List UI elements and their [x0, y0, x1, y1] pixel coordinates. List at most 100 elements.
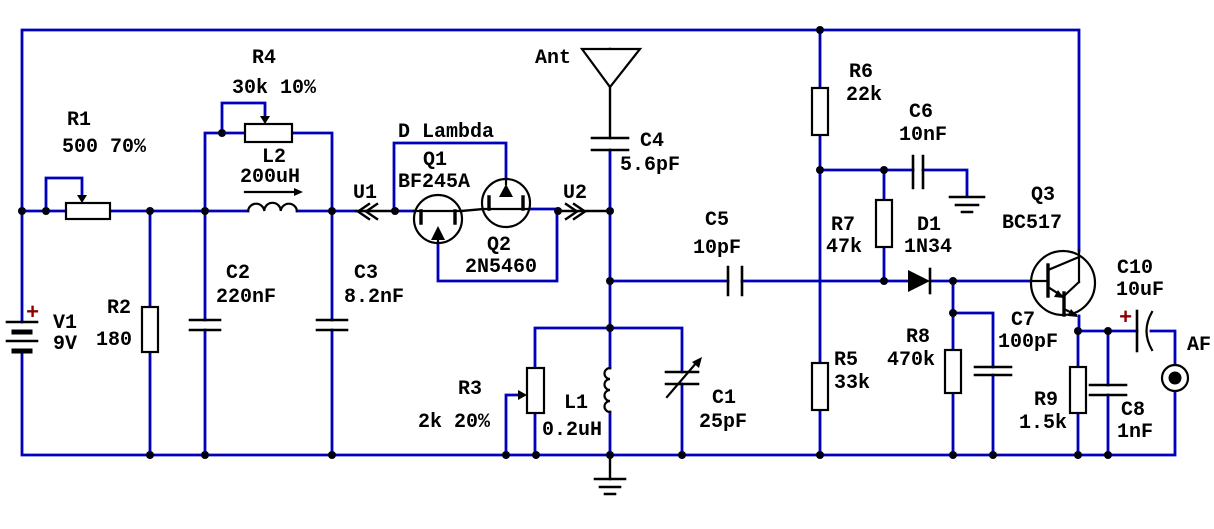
- label-R4-ref: R4: [252, 47, 276, 70]
- wiper-arrow-icon: [77, 195, 87, 203]
- label-L2-ref: L2: [262, 146, 286, 169]
- capacitor-C6[interactable]: [911, 154, 925, 190]
- gate-arrow-icon: [431, 226, 445, 240]
- label-C10-value: 10uF: [1116, 279, 1164, 302]
- label-U1: U1: [353, 182, 377, 205]
- label-R2-ref: R2: [107, 297, 131, 320]
- emitter-arrow-icon: [1068, 309, 1078, 317]
- chevron-left-icon: [355, 202, 379, 221]
- labels: R1 500 70% R4 30k 10% L2 200uH U1 D Lamb…: [53, 47, 1211, 444]
- resistor-R2[interactable]: [140, 305, 160, 354]
- label-Q1-ref: Q1: [423, 149, 447, 172]
- ground-icon: [593, 477, 627, 496]
- label-Q1-value: BF245A: [398, 171, 470, 194]
- gate-arrow-icon: [499, 184, 513, 197]
- antenna-symbol[interactable]: [579, 47, 643, 89]
- label-R9-value: 1.5k: [1019, 412, 1067, 435]
- connector-AF[interactable]: [1160, 363, 1190, 393]
- label-V1-ref: V1: [53, 312, 77, 335]
- label-U2: U2: [563, 182, 587, 205]
- label-C7-value: 100pF: [998, 331, 1058, 354]
- label-L1-ref: L1: [564, 392, 588, 415]
- label-C2-value: 220nF: [216, 286, 276, 309]
- label-C4-value: 5.6pF: [620, 154, 680, 177]
- label-R7-ref: R7: [831, 214, 855, 237]
- label-C3-value: 8.2nF: [344, 286, 404, 309]
- label-C1-value: 25pF: [699, 411, 747, 434]
- label-C2-ref: C2: [226, 262, 250, 285]
- capacitor-C5[interactable]: [726, 265, 744, 297]
- variable-arrow-icon: [665, 360, 699, 399]
- capacitor-C2[interactable]: [188, 318, 222, 332]
- label-R3-value: 2k 20%: [418, 411, 491, 434]
- potentiometer-R3[interactable]: [518, 366, 546, 415]
- potentiometer-R1[interactable]: [64, 195, 112, 221]
- label-C7-ref: C7: [1011, 309, 1035, 332]
- label-R5-ref: R5: [834, 349, 858, 372]
- label-lambda: D Lambda: [398, 121, 494, 144]
- inductor-L2[interactable]: [243, 188, 303, 213]
- jfet-Q1[interactable]: [412, 193, 464, 245]
- label-R7-value: 47k: [826, 236, 862, 259]
- resistor-R5[interactable]: [810, 361, 830, 412]
- ground-icon: [948, 195, 986, 214]
- ground-symbol-tank[interactable]: [593, 477, 627, 496]
- label-C6-ref: C6: [909, 101, 933, 124]
- label-R1-value: 500 70%: [62, 136, 147, 159]
- label-D1-value: 1N34: [904, 236, 952, 259]
- label-D1-ref: D1: [917, 214, 941, 237]
- label-af: AF: [1187, 334, 1211, 357]
- label-C8-value: 1nF: [1117, 421, 1153, 444]
- diode-D1[interactable]: [908, 267, 932, 295]
- emitter-arrow-icon: [1054, 290, 1064, 298]
- label-R8-value: 470k: [887, 349, 935, 372]
- capacitor-C7[interactable]: [973, 365, 1013, 377]
- connector-U1[interactable]: [355, 202, 379, 221]
- label-C6-value: 10nF: [899, 124, 947, 147]
- label-R9-ref: R9: [1034, 389, 1058, 412]
- wiper-arrow-icon: [260, 116, 270, 124]
- label-Q2-ref: Q2: [487, 234, 511, 257]
- label-C5-value: 10pF: [693, 237, 741, 260]
- label-V1-value: 9V: [53, 333, 77, 356]
- resistor-R7[interactable]: [874, 198, 894, 249]
- label-R2-value: 180: [96, 329, 132, 352]
- transistor-Q3[interactable]: [1029, 248, 1097, 317]
- capacitor-C8[interactable]: [1088, 383, 1128, 397]
- label-C10-ref: C10: [1117, 257, 1153, 280]
- resistor-R9[interactable]: [1068, 365, 1088, 415]
- resistor-R8[interactable]: [943, 348, 963, 395]
- diode-icon: [908, 270, 930, 292]
- plus-icon: +: [1119, 306, 1132, 331]
- jfet-Q2[interactable]: [480, 177, 532, 229]
- plus-icon: +: [26, 301, 39, 326]
- label-Q2-value: 2N5460: [465, 256, 537, 279]
- label-ant: Ant: [535, 47, 571, 70]
- battery-V1[interactable]: +: [5, 301, 39, 354]
- antenna-icon: [579, 47, 643, 89]
- polarized-capacitor-C10[interactable]: +: [1119, 306, 1154, 353]
- label-L1-value: 0.2uH: [542, 419, 602, 442]
- connector-U2[interactable]: [564, 202, 588, 221]
- label-R1-ref: R1: [67, 109, 91, 132]
- label-R4-value: 30k 10%: [232, 77, 317, 100]
- label-Q3-value: BC517: [1002, 212, 1062, 235]
- label-Q3-ref: Q3: [1031, 184, 1055, 207]
- label-R3-ref: R3: [458, 378, 482, 401]
- wires: [20, 28, 1177, 458]
- ground-symbol-bias[interactable]: [948, 195, 986, 214]
- resistor-R6[interactable]: [810, 86, 830, 137]
- label-C5-ref: C5: [705, 209, 729, 232]
- potentiometer-R4[interactable]: [243, 116, 294, 144]
- inductor-L1[interactable]: [603, 366, 612, 414]
- capacitor-C4[interactable]: [590, 136, 630, 152]
- label-C4-ref: C4: [640, 130, 664, 153]
- label-C1-ref: C1: [712, 387, 736, 410]
- wiper-arrow-icon: [518, 390, 527, 400]
- variable-capacitor-C1[interactable]: [664, 357, 702, 399]
- label-R6-ref: R6: [849, 61, 873, 84]
- capacitor-C3[interactable]: [315, 318, 349, 332]
- junction-dots: [18, 26, 1112, 459]
